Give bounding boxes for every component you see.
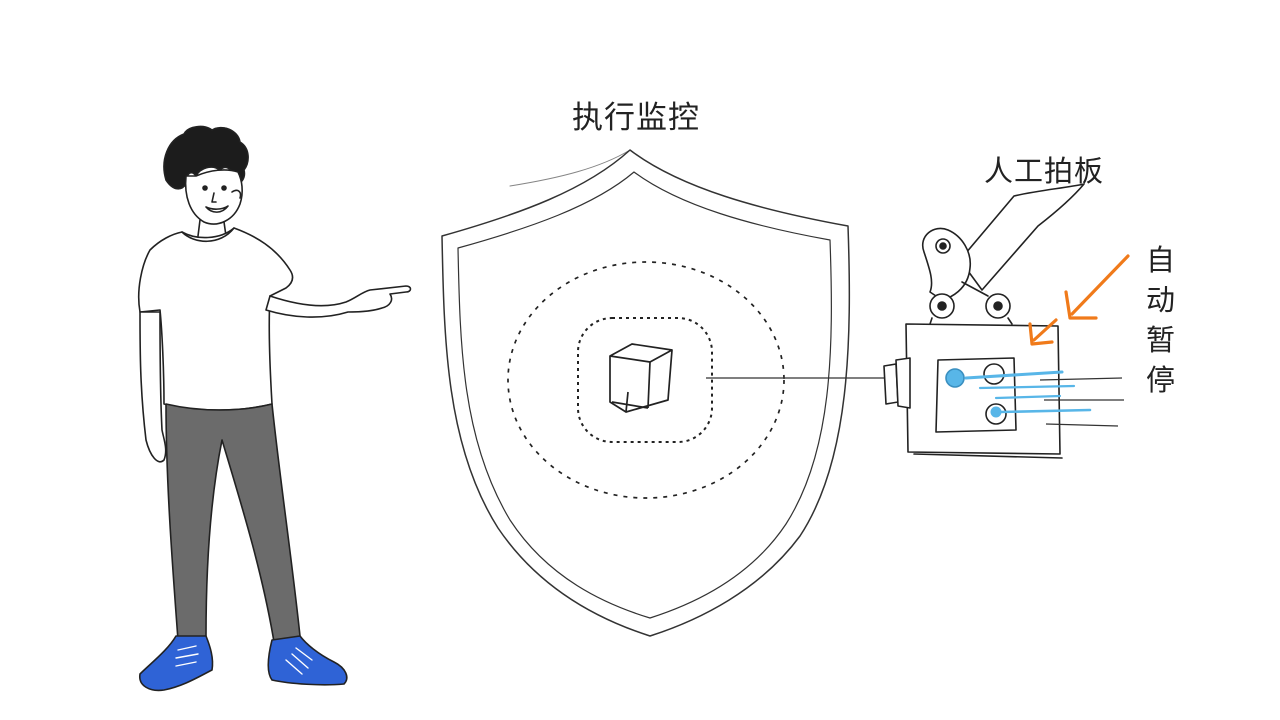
outer-dotted-ring — [507, 261, 785, 499]
person-shirt — [137, 227, 294, 411]
person-left-arm — [139, 311, 167, 463]
cube-icon — [609, 343, 673, 413]
arrow-icon — [1028, 254, 1130, 346]
auto-pause-label: 自动暂停 — [1146, 243, 1176, 397]
person-left-shoe — [139, 635, 214, 692]
inner-dotted-ring — [577, 317, 713, 443]
shield-icon — [441, 149, 851, 637]
person-hair — [163, 125, 249, 190]
person-right-arm — [265, 285, 412, 318]
output-lines — [1039, 377, 1124, 427]
manual-override-label: 人工拍板 — [984, 154, 1105, 188]
signal-node-main — [945, 368, 965, 388]
person-right-shoe — [267, 635, 348, 686]
signal-flow-lines — [945, 368, 1092, 418]
person-pants — [165, 403, 301, 643]
person-figure — [137, 125, 412, 692]
arrow-long — [1070, 254, 1130, 316]
execution-monitoring-label: 执行监控 — [572, 100, 700, 136]
arrow-short — [1032, 318, 1058, 342]
